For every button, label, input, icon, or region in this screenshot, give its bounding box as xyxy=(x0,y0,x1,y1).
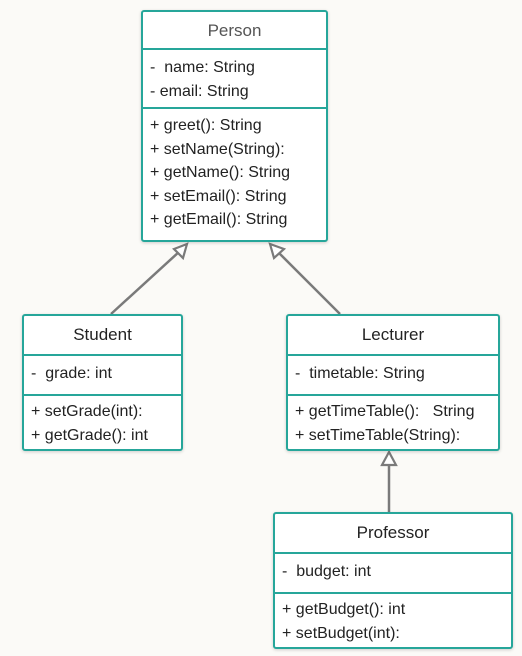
professor-attributes: - budget: int xyxy=(275,554,511,592)
person-operation: + setEmail(): String xyxy=(150,187,287,205)
lecturer-class-name: Lecturer xyxy=(288,316,498,356)
person-operations: + greet(): String + setName(String): + g… xyxy=(143,107,326,236)
person-operation: + greet(): String xyxy=(150,117,262,134)
student-generalization-line xyxy=(110,250,181,315)
lecturer-attributes: - timetable: String xyxy=(288,356,498,394)
lecturer-generalization-line xyxy=(276,250,341,315)
professor-attribute: - budget: int xyxy=(282,563,371,580)
professor-generalization-arrowhead xyxy=(380,449,398,467)
lecturer-operation: + setTimeTable(String): xyxy=(295,426,461,444)
professor-class-name: Professor xyxy=(275,514,511,554)
person-class[interactable]: Person - name: String - email: String + … xyxy=(141,10,328,242)
student-class-name: Student xyxy=(24,316,181,356)
lecturer-operations: + getTimeTable(): String + setTimeTable(… xyxy=(288,394,498,451)
student-operation: + setGrade(int): xyxy=(31,403,143,420)
student-operation: + getGrade(): int xyxy=(31,426,148,444)
person-attributes: - name: String - email: String xyxy=(143,50,326,107)
lecturer-operation: + getTimeTable(): String xyxy=(295,403,475,420)
lecturer-class[interactable]: Lecturer - timetable: String + getTimeTa… xyxy=(286,314,500,451)
lecturer-attribute: - timetable: String xyxy=(295,365,425,382)
professor-operation: + setBudget(int): xyxy=(282,624,400,642)
person-attribute: - email: String xyxy=(150,82,249,100)
student-attribute: - grade: int xyxy=(31,365,112,382)
person-operation: + getEmail(): String xyxy=(150,211,288,228)
student-attributes: - grade: int xyxy=(24,356,181,394)
person-operation: + getName(): String xyxy=(150,164,291,181)
professor-operations: + getBudget(): int + setBudget(int): xyxy=(275,592,511,649)
lecturer-generalization-arrowhead xyxy=(268,242,287,260)
student-class[interactable]: Student - grade: int + setGrade(int): + … xyxy=(22,314,183,451)
student-generalization-arrowhead xyxy=(172,242,189,261)
person-operation: + setName(String): xyxy=(150,140,285,158)
professor-operation: + getBudget(): int xyxy=(282,601,406,618)
person-class-name: Person xyxy=(143,12,326,50)
student-operations: + setGrade(int): + getGrade(): int xyxy=(24,394,181,451)
professor-class[interactable]: Professor - budget: int + getBudget(): i… xyxy=(273,512,513,649)
person-attribute: - name: String xyxy=(150,59,255,76)
